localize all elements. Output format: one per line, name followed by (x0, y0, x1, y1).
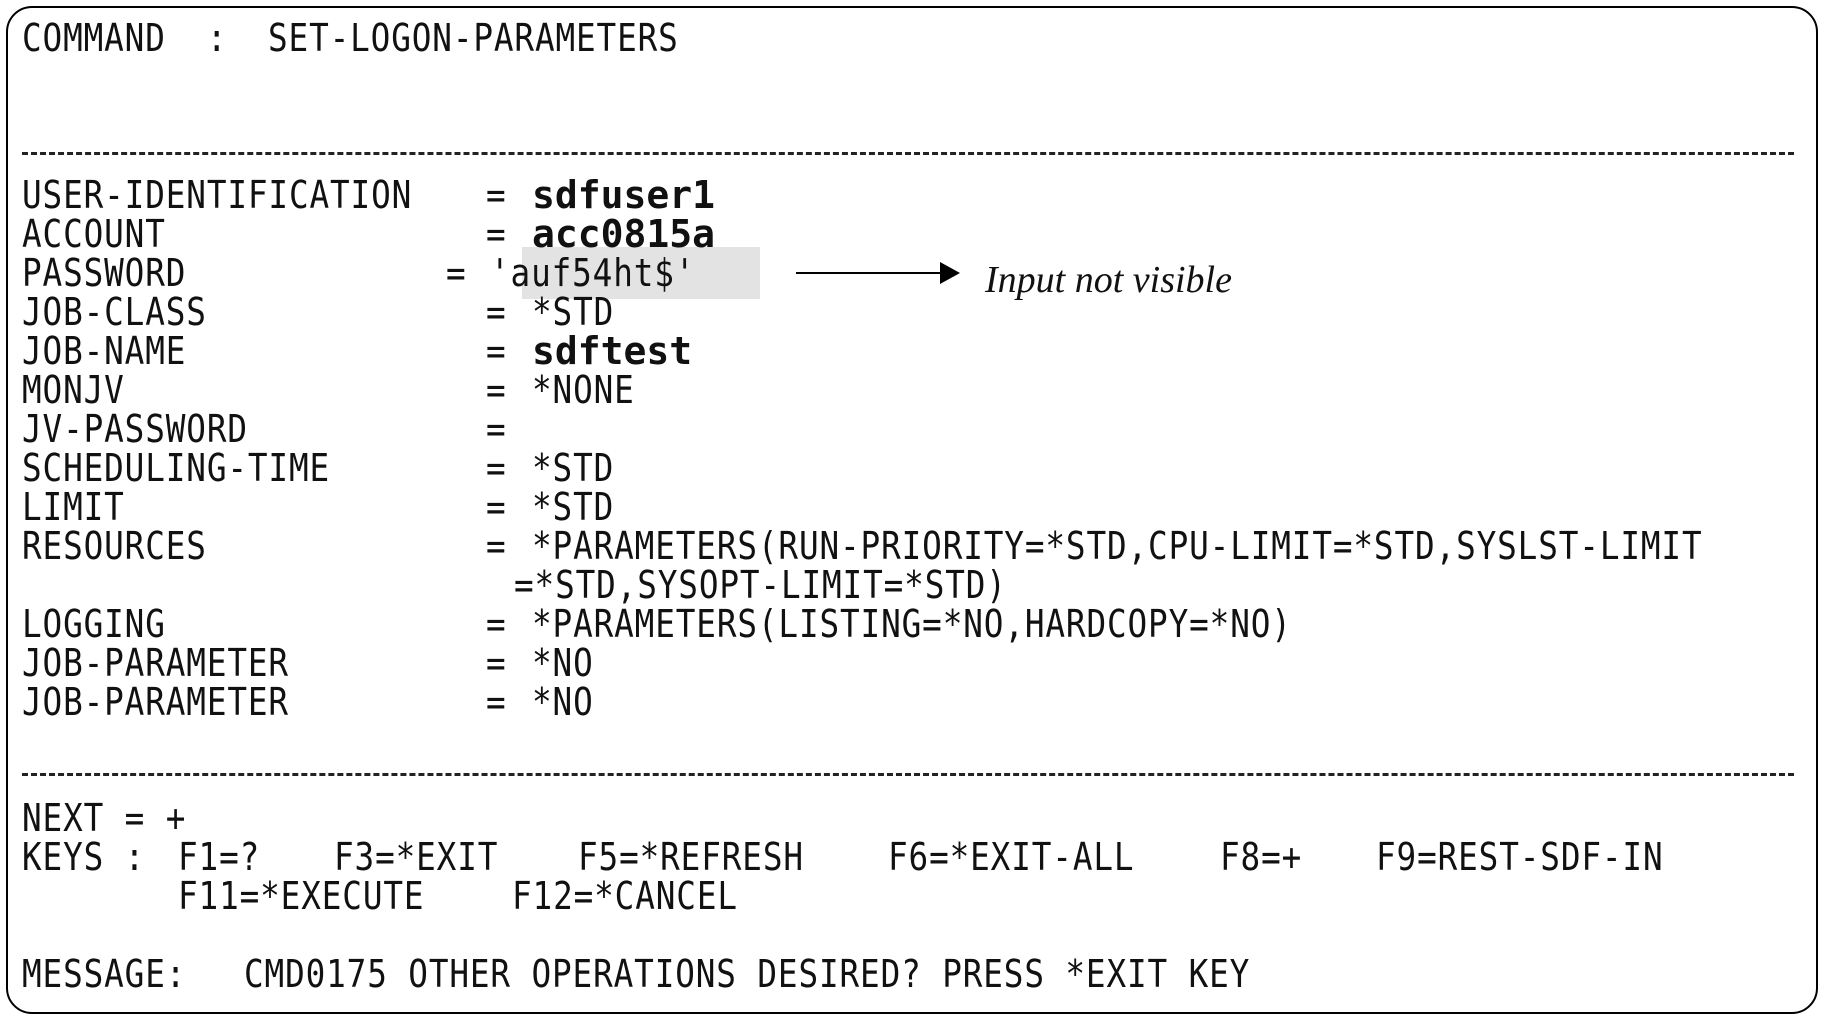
field-eq: = (486, 368, 507, 412)
monjv-input[interactable]: *NONE (532, 368, 635, 412)
field-label-monjv: MONJV (22, 368, 125, 412)
field-label-job-parameter-2: JOB-PARAMETER (22, 680, 289, 724)
limit-input[interactable]: *STD (532, 485, 615, 529)
message-label: MESSAGE: (22, 952, 187, 996)
key-f3[interactable]: F3=*EXIT (334, 835, 499, 879)
bottom-divider (22, 773, 1794, 776)
annotation-arrow-line (796, 272, 946, 274)
user-identification-input[interactable]: sdfuser1 (532, 173, 716, 217)
next-field[interactable]: NEXT = + (22, 796, 187, 840)
field-eq: = (486, 446, 507, 490)
password-mask-highlight (522, 247, 760, 299)
logging-input[interactable]: *PARAMETERS(LISTING=*NO,HARDCOPY=*NO) (532, 602, 1292, 646)
annotation-text: Input not visible (985, 259, 1232, 301)
resources-input[interactable]: *PARAMETERS(RUN-PRIORITY=*STD,CPU-LIMIT=… (532, 524, 1703, 568)
field-eq: = (486, 407, 507, 451)
field-label-job-class: JOB-CLASS (22, 290, 207, 334)
job-parameter-input[interactable]: *NO (532, 641, 594, 685)
key-f8[interactable]: F8=+ (1220, 835, 1303, 879)
field-label-job-parameter: JOB-PARAMETER (22, 641, 289, 685)
field-label-account: ACCOUNT (22, 212, 166, 256)
field-eq: = (486, 173, 507, 217)
key-f9[interactable]: F9=REST-SDF-IN (1376, 835, 1664, 879)
password-input[interactable]: 'auf54ht$' (490, 251, 696, 295)
field-label-user-identification: USER-IDENTIFICATION (22, 173, 413, 217)
key-f6[interactable]: F6=*EXIT-ALL (888, 835, 1135, 879)
scheduling-time-input[interactable]: *STD (532, 446, 615, 490)
key-f12[interactable]: F12=*CANCEL (512, 874, 738, 918)
field-eq: = (486, 641, 507, 685)
key-f1[interactable]: F1=? (178, 835, 261, 879)
field-label-limit: LIMIT (22, 485, 125, 529)
field-eq: = (486, 602, 507, 646)
field-label-resources: RESOURCES (22, 524, 207, 568)
field-label-jv-password: JV-PASSWORD (22, 407, 248, 451)
field-eq: = (446, 251, 467, 295)
arrow-right-icon (940, 262, 960, 284)
job-class-input[interactable]: *STD (532, 290, 615, 334)
key-f11[interactable]: F11=*EXECUTE (178, 874, 425, 918)
terminal-frame (6, 6, 1818, 1014)
field-label-job-name: JOB-NAME (22, 329, 187, 373)
keys-label: KEYS : (22, 835, 146, 879)
field-eq: = (486, 329, 507, 373)
field-eq: = (486, 524, 507, 568)
job-parameter-input-2[interactable]: *NO (532, 680, 594, 724)
key-f5[interactable]: F5=*REFRESH (578, 835, 804, 879)
field-eq: = (486, 680, 507, 724)
resources-input-continuation[interactable]: =*STD,SYSOPT-LIMIT=*STD) (514, 563, 1007, 607)
field-label-password: PASSWORD (22, 251, 187, 295)
command-value: SET-LOGON-PARAMETERS (268, 16, 679, 60)
field-label-scheduling-time: SCHEDULING-TIME (22, 446, 331, 490)
field-eq: = (486, 212, 507, 256)
field-eq: = (486, 290, 507, 334)
job-name-input[interactable]: sdftest (532, 329, 693, 373)
field-eq: = (486, 485, 507, 529)
field-label-logging: LOGGING (22, 602, 166, 646)
top-divider (22, 152, 1794, 155)
message-text: CMD0175 OTHER OPERATIONS DESIRED? PRESS … (244, 952, 1251, 996)
account-input[interactable]: acc0815a (532, 212, 716, 256)
command-label: COMMAND : (22, 16, 228, 60)
